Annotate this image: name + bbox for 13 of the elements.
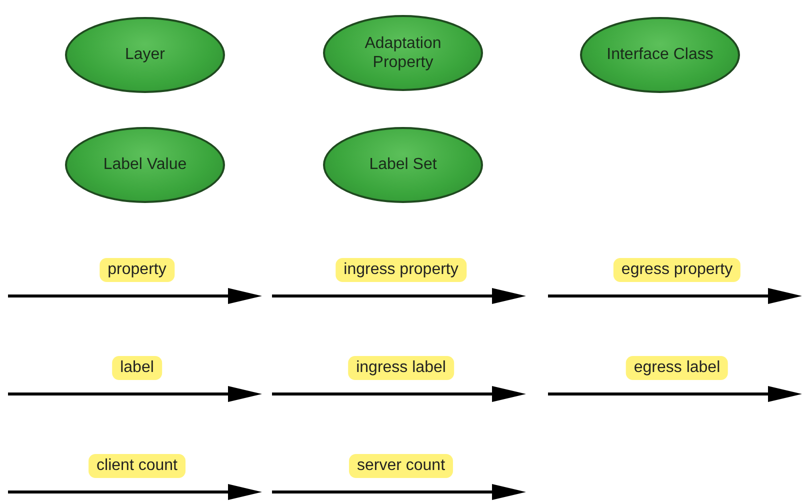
legend-label: egress property [613,258,741,282]
legend-label: ingress label [348,356,454,380]
legend-label: server count [348,454,454,478]
node-label: Label Set [369,155,437,175]
legend-label: egress label [626,356,728,380]
node-label: Layer [124,45,166,65]
node-label: Adaptation Property [364,34,442,72]
node-label: Interface Class [606,45,714,65]
node-label: Label Value [103,155,187,175]
legend-label: client count [88,454,186,478]
legend-label: ingress property [336,258,466,282]
legend-label: property [100,258,174,282]
legend-label: label [112,356,162,380]
